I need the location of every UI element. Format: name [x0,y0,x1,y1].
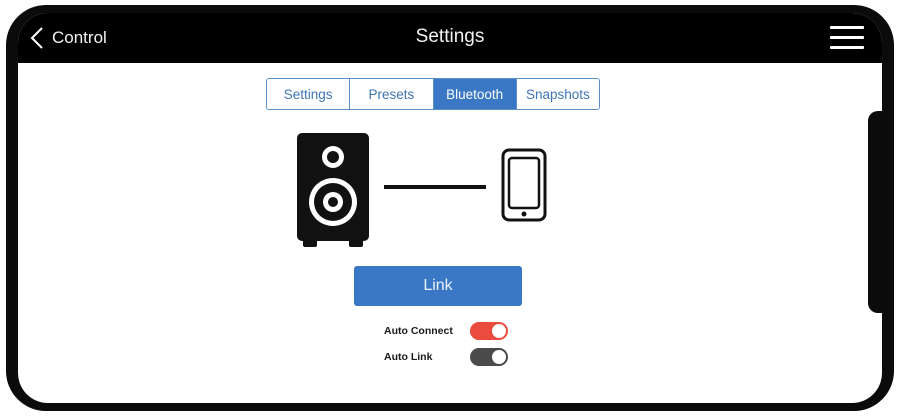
connection-line [384,185,486,189]
back-button[interactable]: Control [30,23,107,53]
auto-connect-toggle[interactable] [470,322,508,340]
toggle-knob [492,350,506,364]
settings-tab-bar: Settings Presets Bluetooth Snapshots [266,78,600,110]
link-button[interactable]: Link [354,266,522,306]
menu-button[interactable] [830,26,864,52]
auto-link-row: Auto Link [384,347,508,367]
speaker-icon [297,133,369,247]
auto-link-toggle[interactable] [470,348,508,366]
top-bar: Control Settings [18,13,882,63]
tab-snapshots[interactable]: Snapshots [516,79,599,109]
smartphone-icon [501,148,547,222]
hamburger-menu-icon [830,26,864,29]
chevron-left-icon [30,27,43,49]
app-screen: Control Settings Settings Presets Blueto… [18,13,882,403]
hamburger-menu-icon-bar [830,36,864,39]
tab-bluetooth[interactable]: Bluetooth [433,79,517,109]
tab-settings[interactable]: Settings [267,79,351,109]
back-button-label: Control [52,28,107,47]
device-side-button [868,111,892,313]
device-frame: Control Settings Settings Presets Blueto… [6,5,894,411]
toggle-knob [492,324,506,338]
auto-link-label: Auto Link [384,351,433,363]
page-title: Settings [415,26,485,47]
auto-connect-row: Auto Connect [384,321,508,341]
tab-presets[interactable]: Presets [350,79,434,109]
hamburger-menu-icon-bar [830,46,864,49]
auto-connect-label: Auto Connect [384,325,453,337]
